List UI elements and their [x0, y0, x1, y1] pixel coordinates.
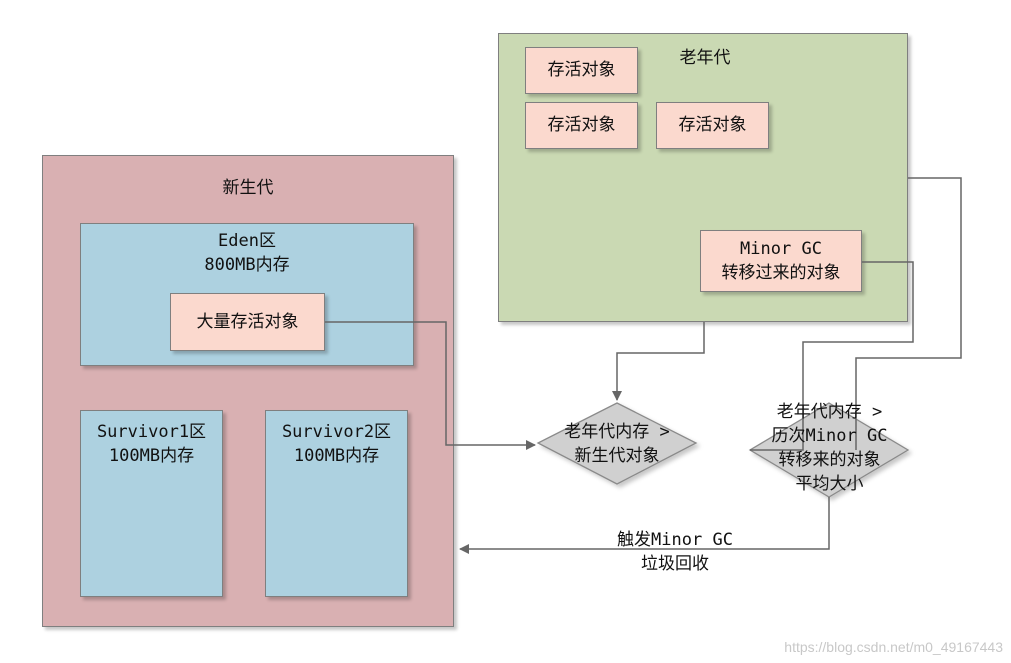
eden-live-objects-label: 大量存活对象 — [196, 312, 299, 332]
connector-trigger-minor-gc — [459, 497, 830, 554]
old-live-object-1-label: 存活对象 — [547, 60, 616, 80]
connector-promoted-to-decision-2 — [750, 261, 914, 451]
old-generation-title: 老年代 — [679, 48, 731, 68]
survivor1-region — [80, 410, 223, 597]
watermark: https://blog.csdn.net/m0_49167443 — [784, 639, 1003, 655]
old-live-object-2-label: 存活对象 — [547, 115, 616, 135]
survivor1-label: Survivor1区 100MB内存 — [96, 422, 207, 466]
promoted-objects-label: Minor GC 转移过来的对象 — [721, 239, 841, 283]
old-live-object-3 — [656, 102, 769, 149]
connector-old-to-decision-1 — [612, 322, 705, 401]
decision-2-label: 老年代内存 > 历次Minor GC 转移来的对象 平均大小 — [771, 402, 888, 494]
old-live-object-3-label: 存活对象 — [678, 115, 747, 135]
trigger-minor-gc-label: 触发Minor GC 垃圾回收 — [617, 530, 733, 574]
old-live-object-2 — [525, 102, 638, 149]
eden-live-objects — [170, 293, 325, 351]
survivor2-region — [265, 410, 408, 597]
decision-diamond-1 — [536, 402, 698, 485]
survivor2-label: Survivor2区 100MB内存 — [281, 422, 392, 466]
young-generation-title: 新生代 — [222, 178, 274, 198]
connector-old-to-decision-2 — [855, 177, 962, 450]
old-live-object-1 — [525, 47, 638, 94]
promoted-objects — [700, 230, 862, 292]
connector-eden-to-decision-1 — [325, 321, 536, 450]
decision-1-label: 老年代内存 > 新生代对象 — [564, 422, 670, 466]
eden-label: Eden区 800MB内存 — [204, 231, 290, 275]
